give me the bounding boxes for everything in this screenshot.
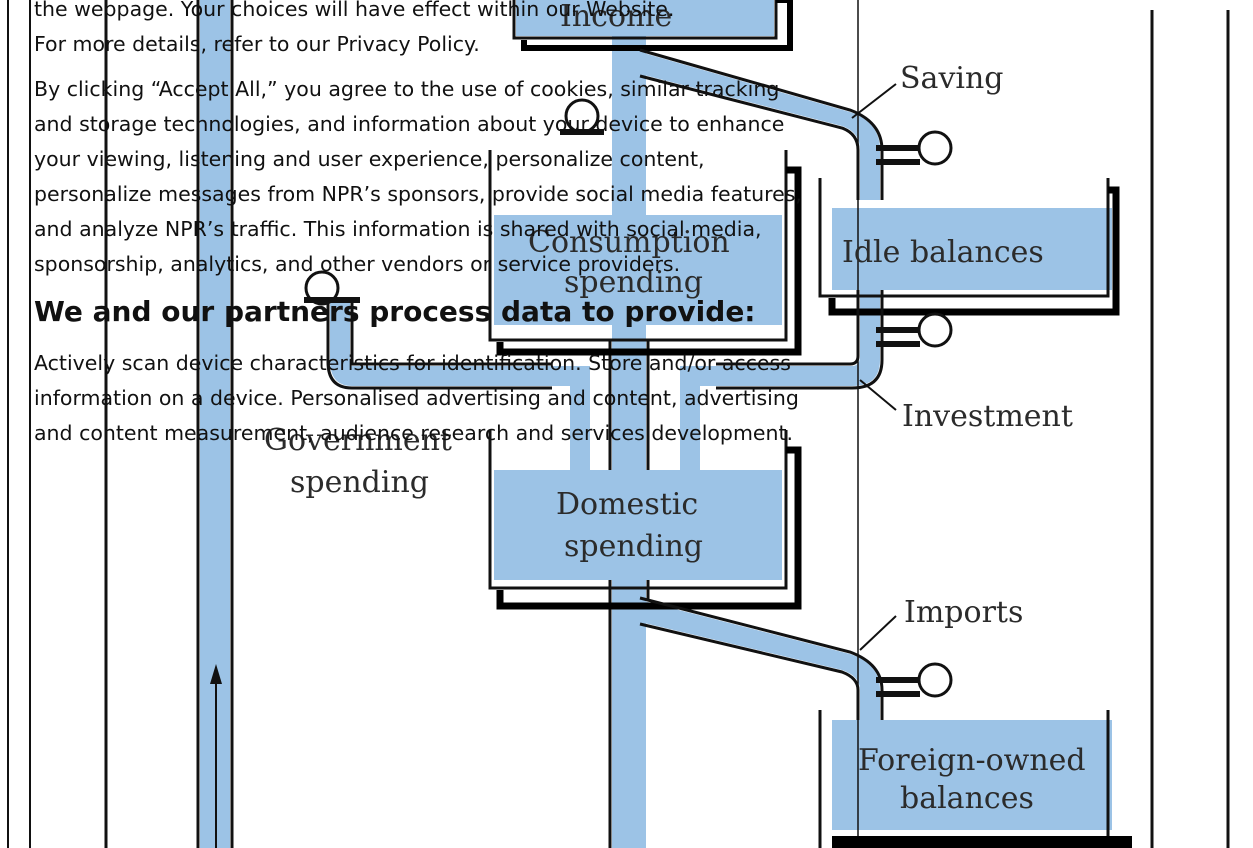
idle-balances-label: Idle balances (842, 235, 1044, 270)
illustration-ink-layer (7, 0, 1230, 848)
government-valve-icon (304, 270, 360, 306)
imports-valve-icon (876, 662, 953, 698)
domestic-tank-water (494, 470, 782, 580)
imports-pipe (640, 600, 880, 720)
investment-pipe (680, 290, 880, 470)
saving-label: Saving (900, 61, 1004, 96)
cookie-consent-text: the webpage. Your choices will have effe… (34, 0, 804, 461)
consent-intro-line1: the webpage. Your choices will have effe… (34, 0, 675, 21)
foreign-owned-label-line2: balances (900, 781, 1034, 816)
central-pipe (612, 0, 646, 848)
idle-tank-water (832, 208, 1112, 290)
saving-valve-icon (876, 130, 953, 166)
consumption-valve-icon (560, 98, 604, 135)
consent-intro-suffix: . (473, 32, 480, 56)
consumption-label-line1: Consumption (528, 225, 730, 260)
consumption-tank-water (494, 215, 782, 325)
consent-intro-paragraph: the webpage. Your choices will have effe… (34, 0, 804, 62)
partners-purposes-paragraph: Actively scan device characteristics for… (34, 351, 799, 445)
foreign-owned-label-line1: Foreign-owned (858, 743, 1086, 778)
investment-valve-icon (876, 312, 953, 348)
government-label-line1: Government (264, 423, 452, 458)
investment-label: Investment (902, 399, 1073, 434)
government-pipe (330, 300, 590, 470)
consent-accept-paragraph: By clicking “Accept All,” you agree to t… (34, 77, 802, 276)
consent-intro-prefix: For more details, refer to our (34, 32, 337, 56)
top-tank-label: Income (560, 0, 672, 34)
consumption-label-line2: spending (564, 265, 703, 300)
saving-pipe (640, 52, 880, 200)
foreign-tank-water (832, 720, 1112, 830)
water-flow-layer (200, 0, 1112, 848)
imports-label: Imports (904, 595, 1023, 630)
illustration-labels: Income Saving Idle balances Consumption … (264, 0, 1086, 816)
domestic-label-line2: spending (564, 529, 703, 564)
government-label-line2: spending (290, 465, 429, 500)
top-tank-water (516, 0, 774, 36)
domestic-label-line1: Domestic (556, 487, 698, 522)
partners-heading: We and our partners process data to prov… (34, 295, 756, 328)
privacy-policy-link[interactable]: Privacy Policy (336, 32, 474, 56)
